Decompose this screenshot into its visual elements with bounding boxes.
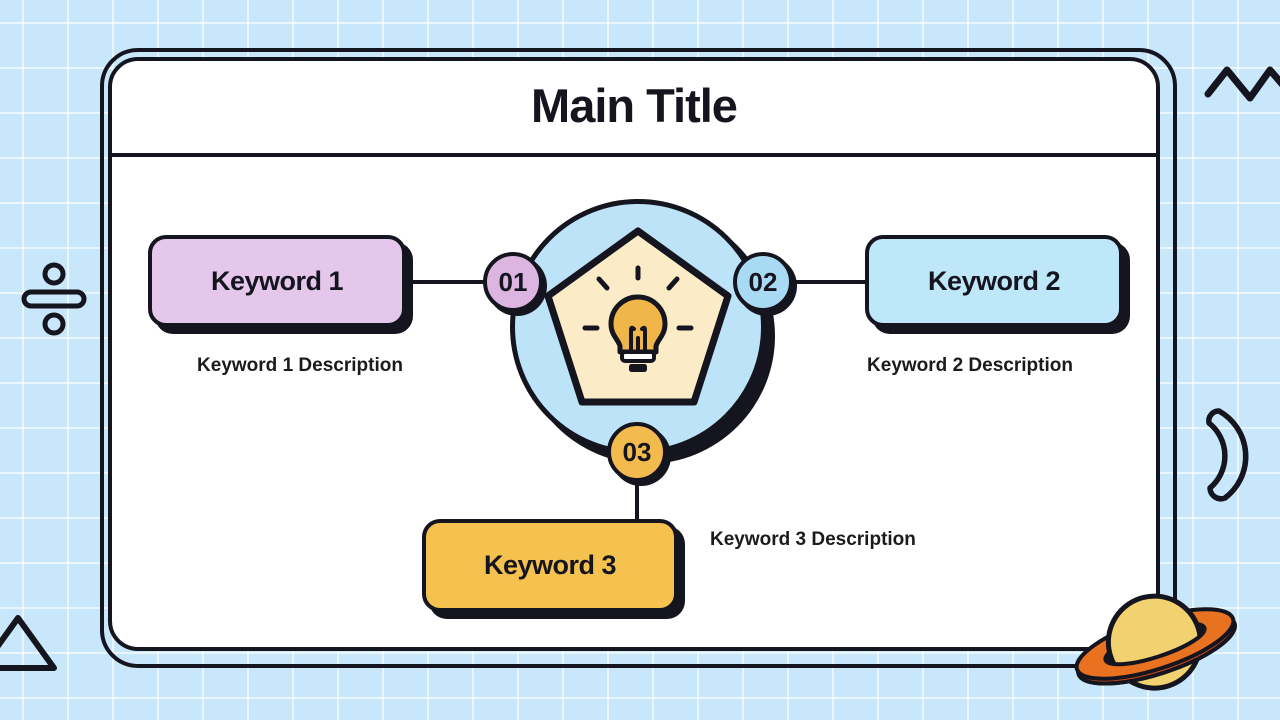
step-number-3: 03 — [622, 436, 652, 467]
pentagon-lightbulb-icon — [544, 227, 732, 406]
keyword-label-1[interactable]: Keyword 1 — [210, 265, 344, 296]
page-title[interactable]: Main Title — [531, 78, 738, 132]
connector-line-3 — [635, 476, 639, 524]
step-badge-1: 01 — [483, 252, 543, 312]
keyword-description-2[interactable]: Keyword 2 Description — [867, 355, 1073, 376]
crescent-icon — [1206, 408, 1249, 502]
slide-card-outer-border — [100, 48, 1177, 668]
lightbulb-icon — [582, 265, 694, 372]
connector-line-2 — [786, 280, 872, 284]
connector-line-1 — [400, 280, 490, 284]
step-badge-2: 02 — [733, 252, 793, 312]
keyword-box-2[interactable]: Keyword 2 — [865, 235, 1123, 327]
keyword-description-3[interactable]: Keyword 3 Description — [710, 529, 916, 550]
step-number-2: 02 — [748, 266, 778, 297]
step-number-1: 01 — [498, 266, 528, 297]
triangle-outline-icon — [0, 615, 57, 671]
division-icon — [21, 262, 87, 336]
keyword-label-3[interactable]: Keyword 3 — [483, 550, 617, 580]
saturn-icon — [1074, 593, 1237, 691]
keyword-description-1[interactable]: Keyword 1 Description — [197, 355, 403, 376]
keyword-box-1[interactable]: Keyword 1 — [148, 235, 406, 327]
keyword-box-3[interactable]: Keyword 3 — [422, 519, 678, 612]
keyword-label-2[interactable]: Keyword 2 — [927, 265, 1061, 296]
zigzag-icon — [1204, 66, 1280, 102]
step-badge-3: 03 — [607, 422, 667, 482]
title-block: Main Title — [108, 57, 1160, 157]
